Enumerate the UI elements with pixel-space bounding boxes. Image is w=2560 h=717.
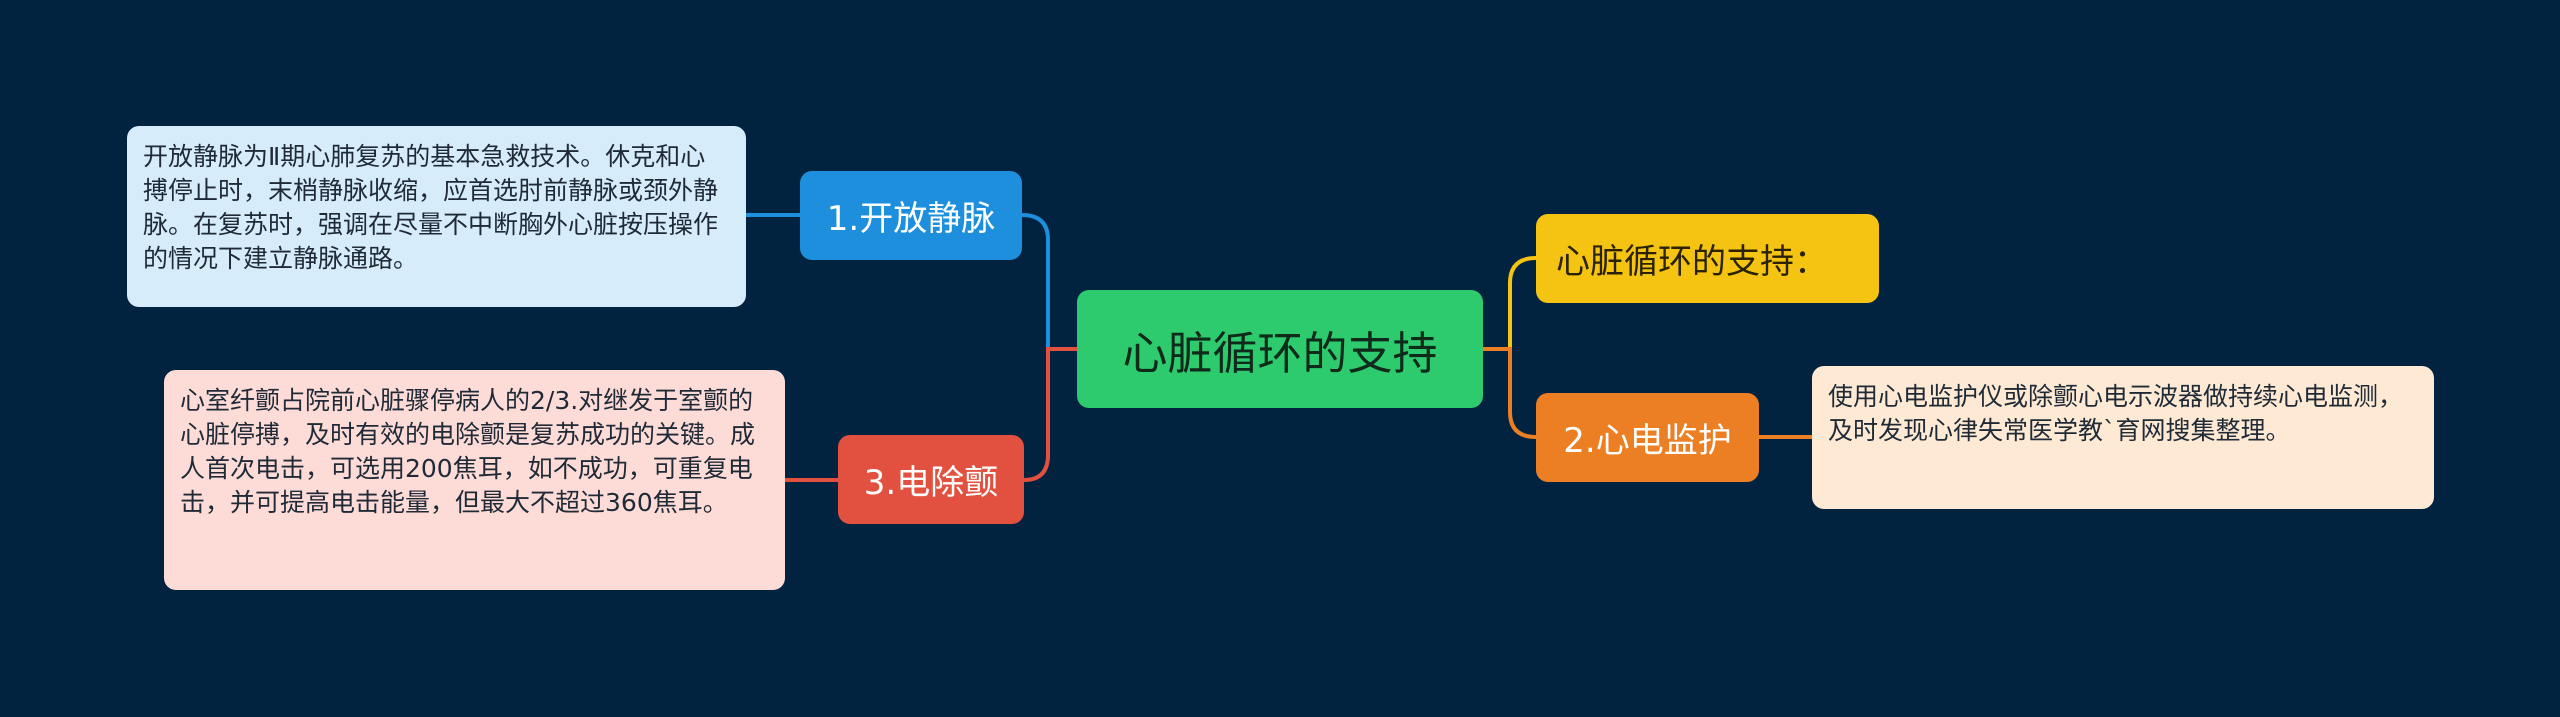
topic-open-vein[interactable]: 1.开放静脉 bbox=[800, 171, 1022, 260]
note-open-vein[interactable]: 开放静脉为Ⅱ期心肺复苏的基本急救技术。休克和心搏停止时，末梢静脉收缩，应首选肘前… bbox=[127, 126, 746, 307]
topic-defibrillation[interactable]: 3.电除颤 bbox=[838, 435, 1024, 524]
topic-circulation-support[interactable]: 心脏循环的支持： bbox=[1536, 214, 1879, 303]
connector-center-to-ecg bbox=[1483, 347, 1537, 439]
central-topic[interactable]: 心脏循环的支持 bbox=[1077, 290, 1483, 408]
connector-center-to-defibrillation bbox=[1023, 347, 1077, 482]
connector-center-to-open-vein bbox=[1021, 213, 1077, 351]
note-ecg-monitoring[interactable]: 使用心电监护仪或除颤心电示波器做持续心电监测，及时发现心律失常医学教`育网搜集整… bbox=[1812, 366, 2434, 509]
note-defibrillation[interactable]: 心室纤颤占院前心脏骤停病人的2/3.对继发于室颤的心脏停搏，及时有效的电除颤是复… bbox=[164, 370, 785, 590]
topic-ecg-monitoring[interactable]: 2.心电监护 bbox=[1536, 393, 1759, 482]
connector-center-to-support bbox=[1483, 256, 1537, 351]
